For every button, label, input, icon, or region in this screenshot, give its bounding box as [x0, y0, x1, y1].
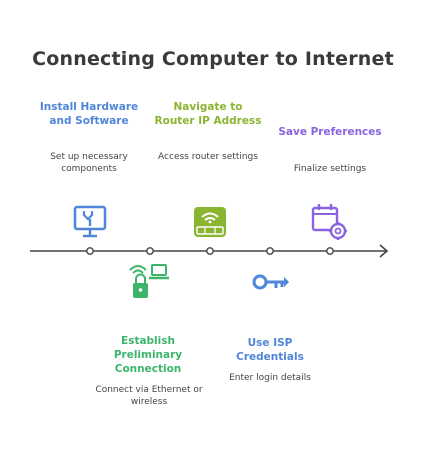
router-icon: [194, 207, 226, 237]
step-3-title: Navigate to Router IP Address: [154, 101, 262, 127]
step-5-description: Finalize settings: [293, 164, 367, 174]
timeline-marker-2: [146, 247, 154, 255]
step-2-description: Connect via Ethernet or wireless: [95, 385, 203, 407]
step-1-description: Set up necessary components: [50, 152, 128, 174]
timeline-arrowhead: [379, 244, 389, 258]
step-3-description: Access router settings: [158, 152, 258, 162]
step-2-title: Establish Preliminary Connection: [113, 335, 183, 375]
step-4-title: Use ISP Credentials: [236, 337, 304, 363]
wifi-lock-laptop-icon: [129, 264, 169, 298]
timeline-marker-3: [206, 247, 214, 255]
timeline-marker-1: [86, 247, 94, 255]
tools-monitor-icon: [73, 205, 107, 238]
diagram-title: Connecting Computer to Internet: [32, 48, 394, 70]
step-5-title: Save Preferences: [278, 126, 382, 138]
timeline-marker-5: [326, 247, 334, 255]
timeline-marker-4: [266, 247, 274, 255]
step-1-title: Install Hardware and Software: [39, 101, 139, 127]
step-4-description: Enter login details: [229, 373, 311, 383]
key-icon: [252, 274, 289, 290]
calendar-gear-icon: [311, 204, 347, 240]
